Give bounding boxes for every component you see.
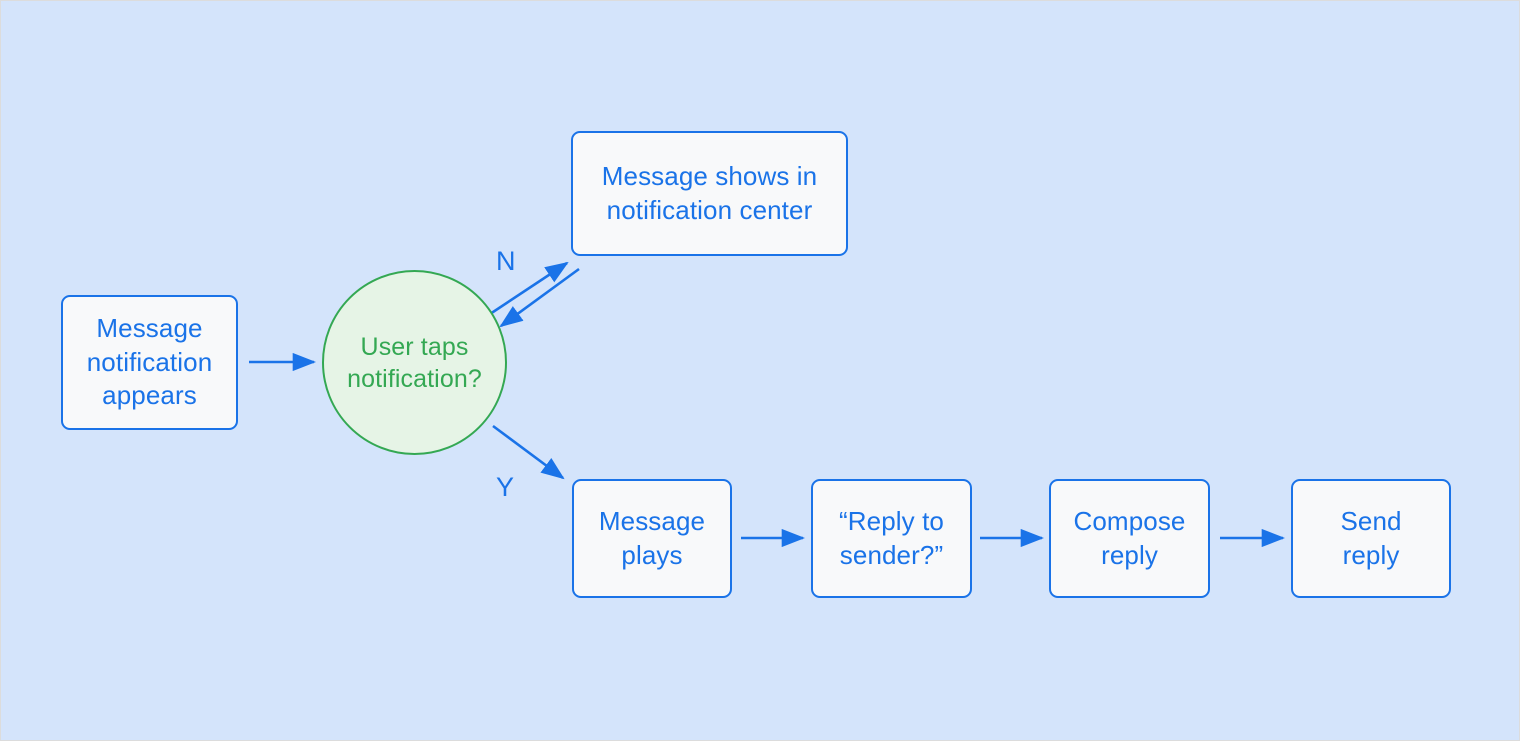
node-label: Compose reply (1073, 505, 1186, 570)
node-reply-to-sender-prompt[interactable]: “Reply to sender?” (811, 479, 972, 598)
node-user-taps-notification-decision[interactable]: User taps notification? (322, 270, 507, 455)
node-compose-reply[interactable]: Compose reply (1049, 479, 1210, 598)
node-message-notification-appears[interactable]: Message notification appears (61, 295, 238, 430)
node-message-plays[interactable]: Message plays (572, 479, 732, 598)
node-send-reply[interactable]: Send reply (1291, 479, 1451, 598)
node-label: Send reply (1340, 505, 1402, 570)
node-label: User taps notification? (347, 332, 482, 393)
edge-label-no: N (496, 246, 516, 276)
edge-label-yes: Y (496, 472, 515, 502)
node-label: Message plays (598, 505, 706, 570)
edge-notification-center-to-decision (499, 267, 580, 328)
node-label: Message notification appears (86, 312, 213, 411)
node-message-shows-in-notification-center[interactable]: Message shows in notification center (571, 131, 848, 256)
node-label: “Reply to sender?” (839, 505, 944, 570)
edge-decision-to-message-plays (492, 424, 565, 480)
node-label: Message shows in notification center (601, 160, 818, 225)
